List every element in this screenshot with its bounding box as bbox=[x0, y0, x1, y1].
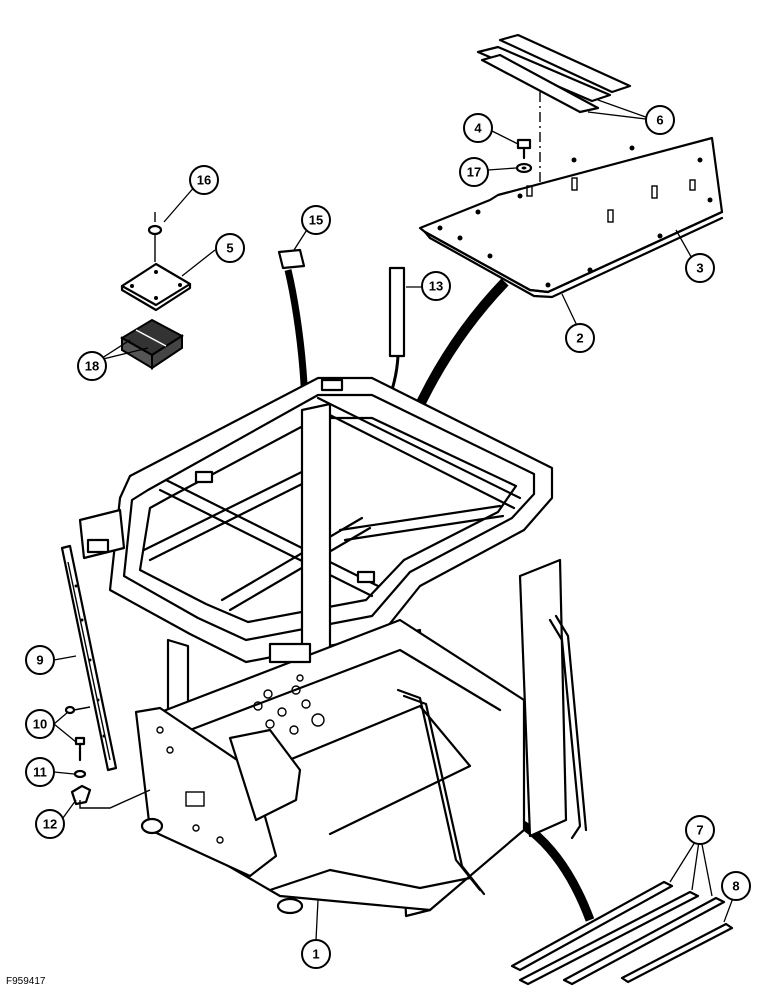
callout-label: 17 bbox=[467, 165, 481, 180]
bottom-strips bbox=[510, 880, 734, 986]
callout-label: 1 bbox=[312, 947, 319, 962]
callout-15: 15 bbox=[301, 205, 331, 235]
cushion-plate-group bbox=[120, 212, 192, 370]
callout-label: 10 bbox=[33, 717, 47, 732]
decals bbox=[277, 248, 406, 358]
roof-plate bbox=[418, 136, 724, 299]
callout-label: 5 bbox=[226, 241, 233, 256]
callout-label: 9 bbox=[36, 653, 43, 668]
callout-label: 12 bbox=[43, 817, 57, 832]
figure-id: F959417 bbox=[6, 976, 46, 987]
callout-label: 7 bbox=[696, 823, 703, 838]
callout-16: 16 bbox=[189, 165, 219, 195]
callout-2: 2 bbox=[565, 323, 595, 353]
callout-label: 11 bbox=[33, 765, 47, 780]
callout-18: 18 bbox=[77, 351, 107, 381]
callout-11: 11 bbox=[25, 757, 55, 787]
callout-9: 9 bbox=[25, 645, 55, 675]
callout-12: 12 bbox=[35, 809, 65, 839]
callout-10: 10 bbox=[25, 709, 55, 739]
callout-7: 7 bbox=[685, 815, 715, 845]
callout-label: 16 bbox=[197, 173, 211, 188]
bolt-and-washer bbox=[515, 138, 533, 174]
callout-label: 15 bbox=[309, 213, 323, 228]
callout-17: 17 bbox=[459, 157, 489, 187]
callout-label: 13 bbox=[429, 279, 443, 294]
callout-5: 5 bbox=[215, 233, 245, 263]
cab-frame bbox=[78, 376, 588, 918]
top-strips bbox=[476, 33, 632, 248]
callout-label: 3 bbox=[696, 261, 703, 276]
callout-6: 6 bbox=[645, 105, 675, 135]
callout-label: 8 bbox=[732, 879, 739, 894]
callout-4: 4 bbox=[463, 113, 493, 143]
callout-1: 1 bbox=[301, 939, 331, 969]
callout-8: 8 bbox=[721, 871, 751, 901]
callout-label: 2 bbox=[576, 331, 583, 346]
callout-label: 18 bbox=[85, 359, 99, 374]
callout-label: 6 bbox=[656, 113, 663, 128]
callout-3: 3 bbox=[685, 253, 715, 283]
callout-13: 13 bbox=[421, 271, 451, 301]
side-strip bbox=[60, 544, 151, 809]
callout-label: 4 bbox=[474, 121, 482, 136]
